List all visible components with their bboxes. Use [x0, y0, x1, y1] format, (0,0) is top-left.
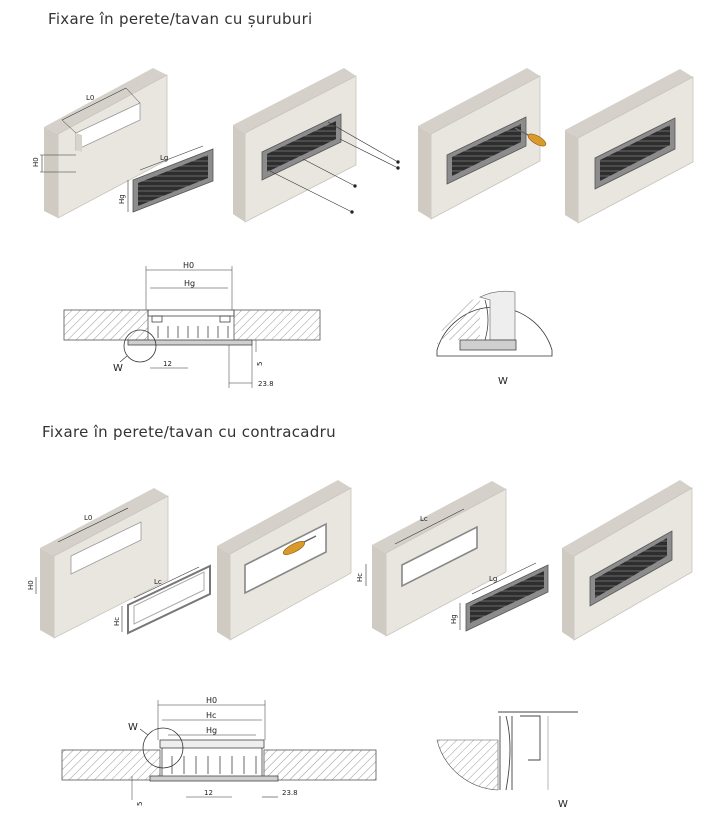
label-lg-2: Lg — [489, 575, 497, 583]
label-dim-5: 5 — [256, 362, 264, 366]
dim-l0-1: L0 — [61, 87, 141, 134]
counterframe-loose — [127, 564, 211, 635]
wall-panel-counterframe-7 — [372, 481, 549, 637]
label-h0: H0 — [32, 157, 40, 167]
label-l0: L0 — [86, 94, 94, 102]
label-h0-2: H0 — [27, 580, 35, 590]
label-hc: Hc — [113, 617, 121, 626]
grille-loose-1 — [132, 148, 214, 213]
dim-lg-1: Lg — [139, 145, 204, 171]
label-dim-238-2: 23.8 — [282, 789, 298, 797]
label-hc-2: Hc — [356, 573, 364, 582]
screwdriver-icon-2 — [282, 535, 317, 555]
label-dim-5-2: 5 — [136, 802, 144, 806]
section-title-screws: Fixare în perete/tavan cu șuruburi — [48, 10, 313, 28]
label-hg-2: Hg — [450, 614, 458, 624]
screwdriver-icon — [514, 127, 547, 147]
label-lc: Lc — [154, 578, 162, 586]
label-hg-section: Hg — [184, 279, 195, 288]
dim-lg-7: Lg — [471, 562, 537, 595]
section-title-counterframe: Fixare în perete/tavan cu contracadru — [42, 423, 336, 441]
wall-panel-counterframe-6 — [217, 480, 352, 641]
wall-panel-opening-1 — [44, 68, 168, 219]
dim-lc-7: Lc — [394, 508, 465, 545]
label-h0-section: H0 — [183, 261, 194, 270]
label-detail-view-w: W — [498, 376, 508, 387]
dim-l0-5: L0 — [57, 507, 129, 543]
dim-hc-5: Hc — [113, 606, 123, 632]
wall-panel-finished-8 — [562, 480, 693, 641]
screw-lines-2 — [269, 121, 400, 214]
label-hc-section: Hc — [206, 711, 216, 720]
label-hg-section-2: Hg — [206, 726, 217, 735]
dim-h0-5: H0 — [27, 577, 37, 594]
label-detail-w: W — [113, 363, 123, 374]
label-dim-12-2: 12 — [204, 789, 213, 797]
dim-h0-1: H0 — [32, 154, 76, 173]
detail-view-w-2: W — [436, 711, 578, 810]
label-detail-view-w-2: W — [558, 799, 568, 810]
label-hg: Hg — [118, 194, 126, 204]
wall-panel-grille-2 — [233, 68, 357, 223]
dim-hg-7: Hg — [450, 603, 461, 630]
wall-panel-screwdriver-3 — [418, 68, 541, 220]
wall-panel-opening-5 — [40, 488, 169, 639]
label-lg: Lg — [160, 154, 168, 162]
wall-panel-finished-4 — [565, 69, 694, 224]
label-dim-238: 23.8 — [258, 380, 274, 388]
label-detail-w-2: W — [128, 722, 138, 733]
dim-hg-1: Hg — [118, 180, 129, 212]
section-drawing-counterframe: H0 Hc Hg 12 23.8 5 W — [61, 696, 377, 806]
label-lc-2: Lc — [420, 515, 428, 523]
label-h0-section-2: H0 — [206, 696, 217, 705]
dim-hc-7: Hc — [356, 564, 367, 586]
label-l0-2: L0 — [84, 514, 92, 522]
detail-view-w-1: W — [436, 291, 553, 387]
dim-lc-5: Lc — [133, 566, 200, 599]
section-drawing-screws: H0 Hg 12 23.8 5 W — [63, 261, 321, 388]
label-dim-12: 12 — [163, 360, 172, 368]
